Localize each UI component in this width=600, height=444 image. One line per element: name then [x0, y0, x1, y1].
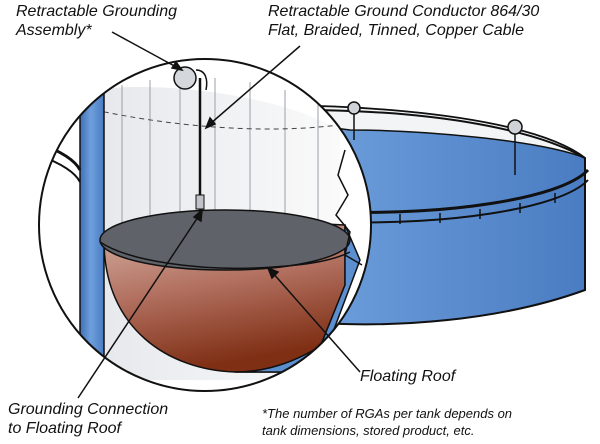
grounding-connection-label: Grounding Connection to Floating Roof: [8, 400, 168, 438]
grounding-assembly-icon: [507, 119, 523, 175]
footnote-line1: *The number of RGAs per tank depends on: [262, 406, 513, 421]
connection-label-line2: to Floating Roof: [8, 420, 121, 437]
leader-lines: [77, 31, 361, 399]
cutaway-lens: [39, 59, 371, 391]
assembly-label-line2: Assembly*: [16, 22, 92, 39]
grounding-assembly-icon: [173, 66, 208, 215]
floating-roof-icon: [99, 209, 351, 271]
railing-posts: [359, 193, 556, 224]
footnote: *The number of RGAs per tank depends on …: [262, 405, 512, 439]
footnote-line2: tank dimensions, stored product, etc.: [262, 423, 475, 438]
conductor-label-line1: Retractable Ground Conductor 864/30: [268, 3, 540, 20]
magnifier-ring: [38, 58, 372, 392]
roof-label-line1: Floating Roof: [360, 368, 456, 385]
conductor-label-line2: Flat, Braided, Tinned, Copper Cable: [268, 22, 524, 39]
connection-label-line1: Grounding Connection: [8, 401, 169, 418]
grounding-assembly-icon: [347, 101, 361, 140]
retractable-grounding-assembly-label: Retractable Grounding Assembly*: [16, 2, 177, 40]
ground-conductor-label: Retractable Ground Conductor 864/30 Flat…: [268, 2, 539, 40]
assembly-label-line1: Retractable Grounding: [16, 3, 177, 20]
floating-roof-label: Floating Roof: [360, 367, 455, 386]
